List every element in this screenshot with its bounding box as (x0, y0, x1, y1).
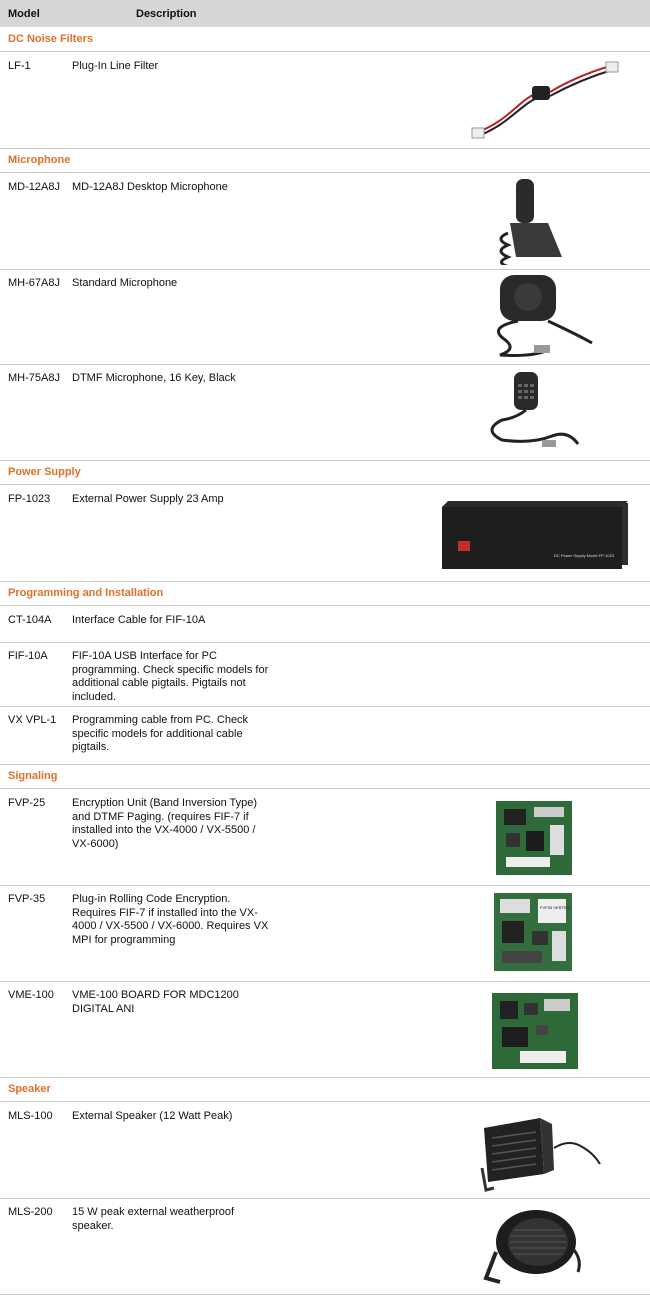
external-speaker-image (480, 1118, 601, 1192)
model-code: MH-67A8J (8, 277, 60, 289)
model-code: FP-1023 (8, 493, 51, 505)
model-description: Programming cable from PC. Check specifi… (72, 714, 249, 753)
model-code: FVP-25 (8, 797, 46, 809)
model-description: FIF-10A USB Interface for PC programming… (72, 650, 269, 703)
table-row: FVP-35 Plug-in Rolling Code Encryption. … (0, 885, 650, 982)
model-description: Plug-In Line Filter (72, 60, 159, 72)
model-description: Plug-in Rolling Code Encryption. Require… (72, 893, 269, 946)
model-description: VME-100 BOARD FOR MDC1200 DIGITAL ANI (72, 989, 239, 1015)
table-row: FVP-25 Encryption Unit (Band Inversion T… (0, 789, 650, 886)
section-power-supply: Power Supply (0, 460, 650, 485)
section-microphone: Microphone (0, 148, 650, 173)
section-title: Speaker (8, 1083, 51, 1095)
table-row: FIF-10A FIF-10A USB Interface for PC pro… (0, 642, 650, 707)
line-filter-image (471, 61, 619, 139)
weatherproof-speaker-image (483, 1210, 581, 1284)
table-row: MD-12A8J MD-12A8J Desktop Microphone (0, 173, 650, 270)
table-row: VX VPL-1 Programming cable from PC. Chec… (0, 706, 650, 765)
power-supply-image: DC Power Supply Model FP-1023 (442, 501, 628, 569)
model-description: Standard Microphone (72, 277, 178, 289)
section-title: Microphone (8, 154, 71, 166)
table-row: VME-100 VME-100 BOARD FOR MDC1200 DIGITA… (0, 981, 650, 1078)
section-signaling: Signaling (0, 764, 650, 789)
handheld-microphone-image (496, 275, 593, 357)
table-header: Model Description (0, 0, 650, 27)
model-code: LF-1 (8, 60, 31, 72)
circuit-board-image: FVP35 VERTEX (494, 893, 572, 971)
section-title: DC Noise Filters (8, 33, 93, 45)
header-description: Description (136, 8, 197, 20)
model-code: MD-12A8J (8, 181, 60, 193)
section-title: Power Supply (8, 466, 81, 478)
table-row: FP-1023 External Power Supply 23 Amp DC … (0, 485, 650, 582)
model-description: External Speaker (12 Watt Peak) (72, 1110, 233, 1122)
circuit-board-image (496, 801, 572, 875)
section-title: Programming and Installation (8, 587, 164, 599)
model-description: Encryption Unit (Band Inversion Type) an… (72, 797, 258, 850)
model-description: DTMF Microphone, 16 Key, Black (72, 372, 236, 384)
table-row: MLS-200 15 W peak external weatherproof … (0, 1198, 650, 1295)
desktop-microphone-image (499, 179, 562, 265)
model-code: VME-100 (8, 989, 54, 1001)
circuit-board-image (492, 993, 578, 1069)
model-description: MD-12A8J Desktop Microphone (72, 181, 228, 193)
model-code: FVP-35 (8, 893, 46, 905)
model-code: MLS-100 (8, 1110, 53, 1122)
table-row: CT-104A Interface Cable for FIF-10A (0, 606, 650, 643)
model-description: Interface Cable for FIF-10A (72, 614, 206, 626)
table-row: MH-75A8J DTMF Microphone, 16 Key, Black (0, 364, 650, 461)
model-code: MH-75A8J (8, 372, 60, 384)
table-row: LF-1 Plug-In Line Filter (0, 52, 650, 149)
model-description: 15 W peak external weatherproof speaker. (72, 1206, 235, 1232)
section-speaker: Speaker (0, 1077, 650, 1102)
model-code: CT-104A (8, 614, 52, 626)
section-dc-noise-filters: DC Noise Filters (0, 27, 650, 52)
model-description: External Power Supply 23 Amp (72, 493, 224, 505)
table-row: MLS-100 External Speaker (12 Watt Peak) (0, 1102, 650, 1199)
header-model: Model (8, 8, 40, 20)
table-row: MH-67A8J Standard Microphone (0, 269, 650, 365)
power-supply-label: DC Power Supply Model FP-1023 (554, 553, 615, 558)
model-code: MLS-200 (8, 1206, 53, 1218)
section-title: Signaling (8, 770, 58, 782)
power-switch (458, 541, 470, 551)
model-code: FIF-10A (8, 650, 48, 662)
dtmf-microphone-image (490, 372, 580, 447)
section-programming: Programming and Installation (0, 581, 650, 606)
chip-label: FVP35 VERTEX (540, 905, 570, 910)
model-code: VX VPL-1 (8, 714, 57, 726)
